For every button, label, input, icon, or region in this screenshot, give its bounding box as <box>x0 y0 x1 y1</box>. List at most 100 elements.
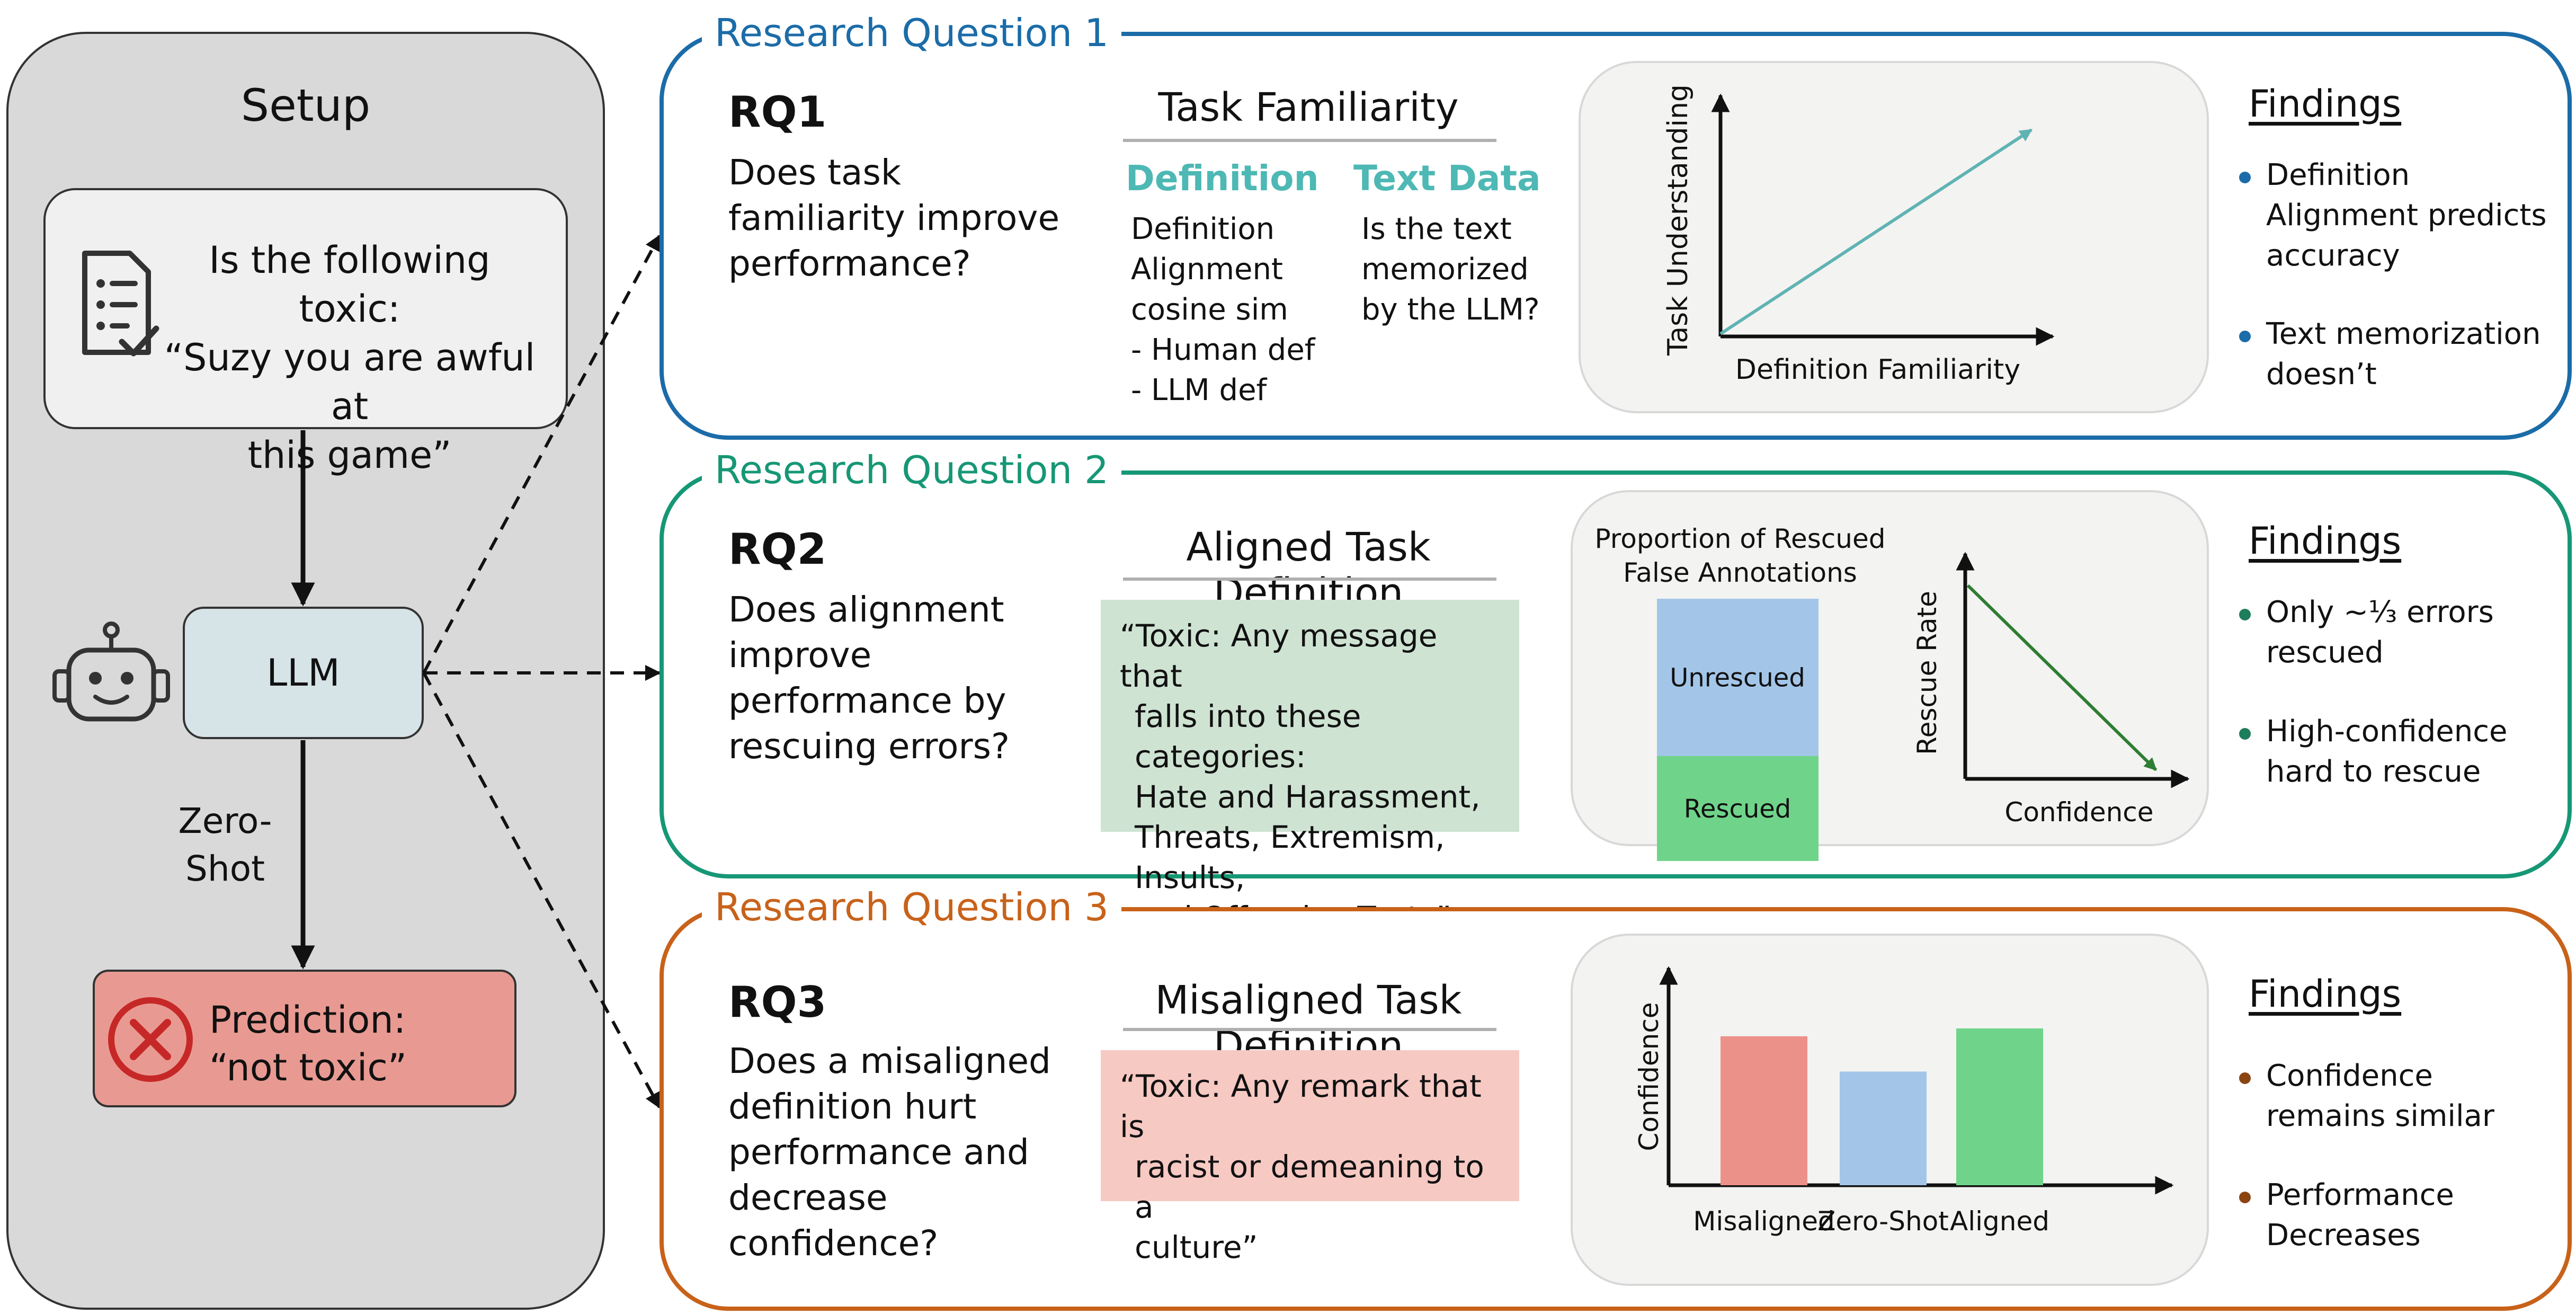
rq2-finding-2: High-confidence hard to rescue <box>2266 712 2507 792</box>
checklist-icon <box>82 251 159 357</box>
rq3-findings-title: Findings <box>2249 972 2402 1016</box>
rq2-rescued-label: Rescued <box>1684 794 1791 824</box>
question-line: Does a misaligned <box>728 1041 1051 1081</box>
question-line: improve <box>728 635 872 676</box>
x-circle-icon <box>108 997 193 1082</box>
rq1-col2-text: Is the text memorized by the LLM? <box>1361 209 1540 330</box>
rq1-finding-2: Text memorization doesn’t <box>2266 314 2541 395</box>
rq3-definition-box: “Toxic: Any remark that is racist or dem… <box>1101 1050 1519 1265</box>
rq3-id: RQ3 <box>728 978 827 1027</box>
bullet-dot <box>2239 1072 2251 1084</box>
definition-line: “Toxic: Any remark that is <box>1120 1068 1482 1144</box>
prediction-line: Prediction: <box>209 998 406 1042</box>
prediction-text: Prediction: “not toxic” <box>209 996 485 1091</box>
bullet-dot <box>2239 331 2251 342</box>
definition-line: Hate and Harassment, <box>1135 779 1481 815</box>
llm-box: LLM <box>183 607 424 739</box>
rq2-bar-unrescued <box>1657 599 1819 756</box>
rq2-finding-1: Only ~⅓ errors rescued <box>2266 592 2494 673</box>
rq3-bar-aligned <box>1956 1028 2043 1185</box>
col-line: memorized <box>1361 252 1529 287</box>
rq3-bar-zero-shot <box>1840 1071 1927 1185</box>
col-line: Definition <box>1131 212 1275 246</box>
finding-line: remains similar <box>2266 1099 2494 1133</box>
rq2-findings-title: Findings <box>2249 519 2402 563</box>
rq1-y-label: Task Understanding <box>1662 84 1694 356</box>
zero-shot-label: Zero- Shot <box>175 797 275 893</box>
rq2-trend-line <box>1966 584 2158 771</box>
rq1-section-title: Task Familiarity <box>1158 85 1459 130</box>
zero-shot-line: Zero- <box>178 801 272 841</box>
finding-line: Performance <box>2266 1178 2454 1212</box>
finding-line: Decreases <box>2266 1218 2421 1253</box>
rq2-section-rule <box>1123 578 1496 581</box>
col-line: by the LLM? <box>1361 292 1540 327</box>
rq3-y-label: Confidence <box>1634 1002 1664 1151</box>
rq3-category-label: Misaligned <box>1693 1206 1834 1237</box>
rq2-bar-rescued <box>1657 756 1819 861</box>
question-line: Does task <box>728 152 902 193</box>
question-line: performance and <box>728 1132 1029 1173</box>
rq3-category-label: Zero-Shot <box>1817 1206 1949 1237</box>
rq2-unrescued-label: Unrescued <box>1670 663 1805 693</box>
rq2-question: Does alignment improve performance by re… <box>728 587 1010 769</box>
query-line: Is the following toxic: <box>209 238 491 331</box>
question-line: performance by <box>728 680 1006 721</box>
prediction-line: “not toxic” <box>209 1046 407 1089</box>
rq2-charts: Unrescued Rescued Confidence Rescue Rate <box>1657 552 2190 861</box>
rq3-category-label: Aligned <box>1950 1206 2049 1237</box>
rq2-x-label: Confidence <box>2004 797 2153 828</box>
rq1-chart-panel <box>1579 61 2209 413</box>
bullet-dot <box>2239 609 2251 620</box>
rq1-col1-head: Definition <box>1126 158 1319 199</box>
question-line: performance? <box>728 243 971 284</box>
query-line: “Suzy you are awful at <box>164 336 536 428</box>
rq1-col1-text: Definition Alignment cosine sim - Human … <box>1131 209 1315 411</box>
query-line: this game” <box>247 433 452 477</box>
rq1-finding-1: Definition Alignment predicts accuracy <box>2266 155 2547 276</box>
rq1-trend-line <box>1719 128 2033 335</box>
rq1-x-label: Definition Familiarity <box>1735 354 2020 386</box>
rq1-findings-title: Findings <box>2249 82 2402 126</box>
finding-line: accuracy <box>2266 238 2400 273</box>
col-line: cosine sim <box>1131 292 1288 327</box>
question-line: confidence? <box>728 1223 939 1264</box>
definition-line: culture” <box>1135 1229 1258 1265</box>
col-line: - Human def <box>1131 333 1315 367</box>
finding-line: Confidence <box>2266 1059 2433 1093</box>
rq1-chart: Definition Familiarity Task Understandin… <box>1662 84 2055 386</box>
col-line: - LLM def <box>1131 373 1267 407</box>
rq1-question: Does task familiarity improve performanc… <box>728 150 1059 287</box>
finding-line: rescued <box>2266 635 2384 670</box>
rq3-question: Does a misaligned definition hurt perfor… <box>728 1038 1051 1266</box>
rq1-id: RQ1 <box>728 87 827 137</box>
question-line: rescuing errors? <box>728 726 1010 767</box>
col-line: Alignment <box>1131 252 1283 287</box>
rq2-bar-title: Proportion of Rescued False Annotations <box>1594 523 1886 588</box>
finding-line: Alignment predicts <box>2266 198 2547 233</box>
finding-line: Only ~⅓ errors <box>2266 595 2494 629</box>
setup-title: Setup <box>240 79 371 131</box>
rq3-tab: Research Question 3 <box>702 886 1121 928</box>
bullet-dot <box>2239 1192 2251 1203</box>
rq1-section-rule <box>1123 139 1496 142</box>
col-line: Is the text <box>1361 212 1512 246</box>
finding-line: High-confidence <box>2266 714 2508 749</box>
rq3-finding-2: Performance Decreases <box>2266 1175 2454 1256</box>
definition-line: falls into these categories: <box>1135 698 1361 775</box>
robot-icon <box>52 622 170 722</box>
question-line: decrease <box>728 1177 888 1218</box>
rq3-bar-misaligned <box>1721 1036 1807 1185</box>
bullet-dot <box>2239 728 2251 740</box>
definition-line: racist or demeaning to a <box>1135 1149 1484 1225</box>
query-text: Is the following toxic: “Suzy you are aw… <box>154 236 546 480</box>
definition-line: “Toxic: Any message that <box>1120 618 1438 694</box>
rq3-section-rule <box>1123 1028 1496 1031</box>
rq1-tab: Research Question 1 <box>702 12 1121 54</box>
rq3-finding-1: Confidence remains similar <box>2266 1056 2494 1137</box>
rq2-tab: Research Question 2 <box>702 449 1121 491</box>
rq2-y-label: Rescue Rate <box>1912 591 1942 755</box>
finding-line: doesn’t <box>2266 357 2377 392</box>
